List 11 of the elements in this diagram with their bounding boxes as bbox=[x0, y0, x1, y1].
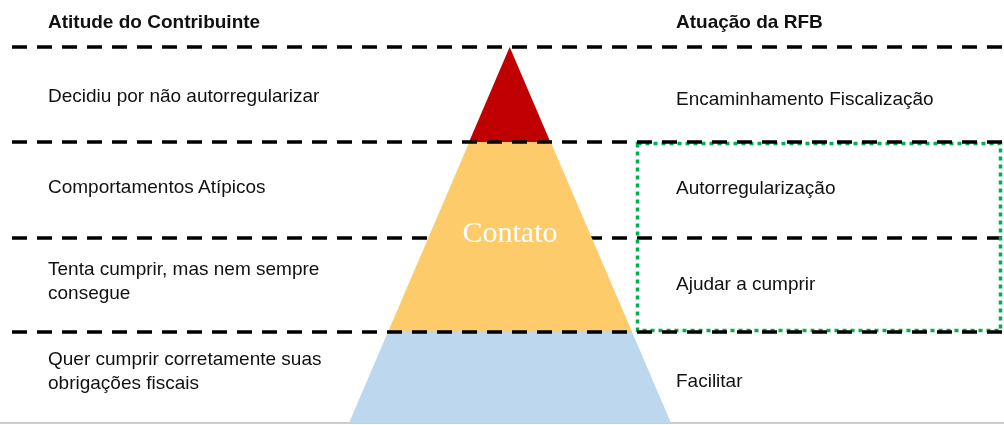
band-label: Contato bbox=[461, 215, 559, 249]
action-label: Autorregularização bbox=[676, 176, 836, 200]
action-label: Facilitar bbox=[676, 369, 744, 393]
column-heading: Atitude do Contribuinte bbox=[48, 10, 261, 34]
attitude-label: Quer cumprir corretamente suas obrigações fiscais bbox=[48, 347, 323, 395]
action-label: Encaminhamento Fiscalização bbox=[676, 87, 935, 111]
action-label: Ajudar a cumprir bbox=[676, 272, 816, 296]
attitude-label: Decidiu por não autorregularizar bbox=[48, 84, 321, 108]
column-heading: Atuação da RFB bbox=[676, 10, 823, 34]
attitude-label: Tenta cumprir, mas nem sempre consegue bbox=[48, 257, 321, 305]
attitude-label: Comportamentos Atípicos bbox=[48, 175, 267, 199]
